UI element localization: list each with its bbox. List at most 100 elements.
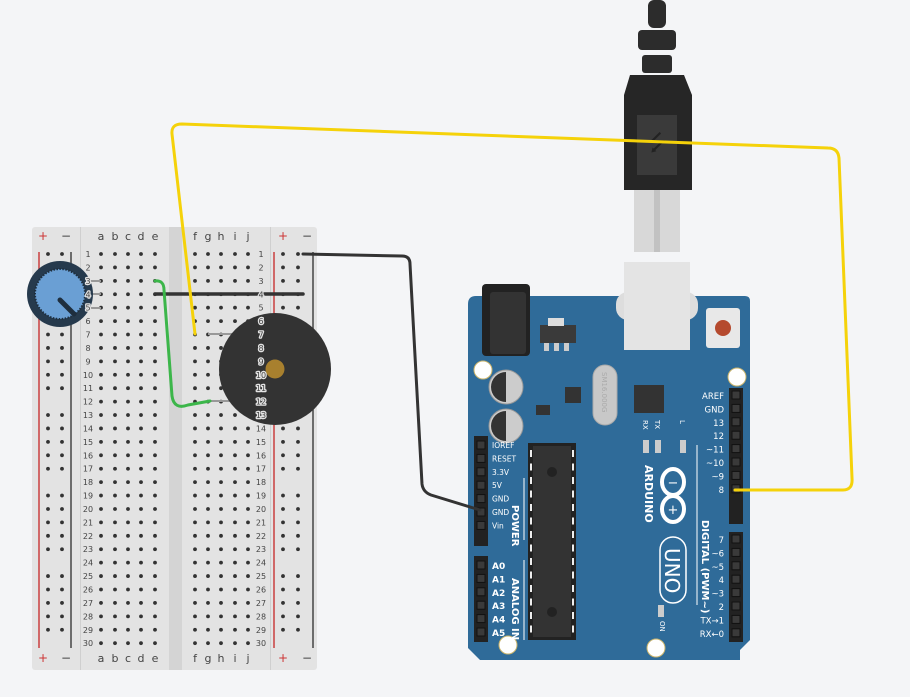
usb-cable[interactable]: ⭍	[624, 0, 692, 252]
breadboard-hole[interactable]	[99, 574, 103, 578]
breadboard-hole[interactable]	[233, 439, 237, 444]
breadboard-hole[interactable]	[113, 278, 117, 283]
breadboard-hole[interactable]	[139, 426, 143, 431]
rail-hole[interactable]	[46, 627, 50, 632]
breadboard-hole[interactable]	[139, 319, 143, 323]
header-pin[interactable]	[476, 480, 486, 490]
breadboard-hole[interactable]	[113, 305, 117, 310]
rail-hole[interactable]	[60, 587, 64, 592]
breadboard-hole[interactable]	[233, 547, 237, 552]
header-pin[interactable]	[731, 601, 741, 611]
breadboard-hole[interactable]	[153, 426, 157, 431]
breadboard-hole[interactable]	[206, 359, 210, 364]
breadboard-hole[interactable]	[246, 252, 250, 256]
rail-hole[interactable]	[281, 252, 285, 256]
breadboard-hole[interactable]	[193, 627, 197, 632]
breadboard-hole[interactable]	[139, 641, 143, 646]
rail-hole[interactable]	[281, 574, 285, 578]
arduino-uno[interactable]: SM16.000G IOREFRESET3.3V5VGNDGNDVinA0A1A…	[468, 262, 750, 660]
breadboard-hole[interactable]	[193, 413, 197, 417]
breadboard-hole[interactable]	[219, 252, 223, 256]
breadboard-hole[interactable]	[233, 587, 237, 592]
breadboard-hole[interactable]	[99, 346, 103, 350]
breadboard-hole[interactable]	[139, 252, 143, 256]
breadboard-hole[interactable]	[206, 466, 210, 471]
breadboard-hole[interactable]	[233, 305, 237, 310]
breadboard-hole[interactable]	[246, 493, 250, 498]
breadboard-hole[interactable]	[99, 547, 103, 552]
breadboard-hole[interactable]	[113, 413, 117, 417]
header-pin[interactable]	[731, 444, 741, 454]
header-pin[interactable]	[731, 614, 741, 624]
rail-hole[interactable]	[46, 533, 50, 538]
breadboard-hole[interactable]	[126, 346, 130, 350]
breadboard-hole[interactable]	[246, 507, 250, 511]
breadboard-hole[interactable]	[246, 587, 250, 592]
breadboard-hole[interactable]	[219, 305, 223, 310]
rail-hole[interactable]	[281, 493, 285, 498]
breadboard-hole[interactable]	[99, 265, 103, 270]
header-pin[interactable]	[476, 520, 486, 530]
breadboard-hole[interactable]	[126, 332, 130, 337]
breadboard-hole[interactable]	[126, 426, 130, 431]
breadboard-hole[interactable]	[153, 520, 157, 525]
breadboard-hole[interactable]	[246, 641, 250, 646]
breadboard-hole[interactable]	[246, 466, 250, 471]
rail-hole[interactable]	[60, 520, 64, 525]
breadboard-hole[interactable]	[139, 533, 143, 538]
breadboard-hole[interactable]	[126, 359, 130, 364]
breadboard-hole[interactable]	[206, 426, 210, 431]
rail-hole[interactable]	[60, 601, 64, 605]
breadboard-hole[interactable]	[206, 574, 210, 578]
rail-hole[interactable]	[60, 413, 64, 417]
breadboard-hole[interactable]	[113, 319, 117, 323]
breadboard-hole[interactable]	[153, 507, 157, 511]
breadboard-hole[interactable]	[219, 265, 223, 270]
rail-hole[interactable]	[296, 520, 300, 525]
breadboard-hole[interactable]	[153, 627, 157, 632]
breadboard-hole[interactable]	[193, 641, 197, 646]
pot-knob[interactable]	[34, 268, 86, 320]
rail-hole[interactable]	[60, 533, 64, 538]
breadboard-hole[interactable]	[139, 493, 143, 498]
breadboard-hole[interactable]	[126, 480, 130, 485]
rail-hole[interactable]	[281, 507, 285, 511]
breadboard-hole[interactable]	[206, 627, 210, 632]
breadboard-hole[interactable]	[113, 265, 117, 270]
breadboard-hole[interactable]	[153, 493, 157, 498]
rail-hole[interactable]	[281, 533, 285, 538]
rail-hole[interactable]	[296, 453, 300, 458]
breadboard-hole[interactable]	[126, 574, 130, 578]
breadboard-hole[interactable]	[113, 547, 117, 552]
rail-hole[interactable]	[46, 453, 50, 458]
breadboard-hole[interactable]	[233, 278, 237, 283]
breadboard-hole[interactable]	[126, 386, 130, 391]
rail-hole[interactable]	[281, 614, 285, 619]
rail-hole[interactable]	[60, 453, 64, 458]
rail-hole[interactable]	[46, 252, 50, 256]
breadboard-hole[interactable]	[219, 614, 223, 619]
breadboard-hole[interactable]	[139, 547, 143, 552]
breadboard-hole[interactable]	[219, 587, 223, 592]
breadboard-hole[interactable]	[126, 399, 130, 404]
breadboard-hole[interactable]	[139, 292, 143, 297]
breadboard-hole[interactable]	[219, 439, 223, 444]
breadboard-hole[interactable]	[246, 560, 250, 565]
breadboard-hole[interactable]	[219, 574, 223, 578]
breadboard-hole[interactable]	[139, 453, 143, 458]
breadboard-hole[interactable]	[126, 601, 130, 605]
breadboard-hole[interactable]	[99, 507, 103, 511]
breadboard-hole[interactable]	[233, 319, 237, 323]
breadboard-hole[interactable]	[126, 507, 130, 511]
breadboard-hole[interactable]	[219, 386, 223, 391]
breadboard-hole[interactable]	[139, 480, 143, 485]
header-pin[interactable]	[731, 588, 741, 598]
breadboard-hole[interactable]	[206, 252, 210, 256]
breadboard-hole[interactable]	[206, 560, 210, 565]
breadboard-hole[interactable]	[99, 560, 103, 565]
breadboard-hole[interactable]	[206, 587, 210, 592]
rail-hole[interactable]	[46, 439, 50, 444]
breadboard-hole[interactable]	[99, 520, 103, 525]
breadboard-hole[interactable]	[99, 372, 103, 377]
header-pin[interactable]	[476, 507, 486, 517]
